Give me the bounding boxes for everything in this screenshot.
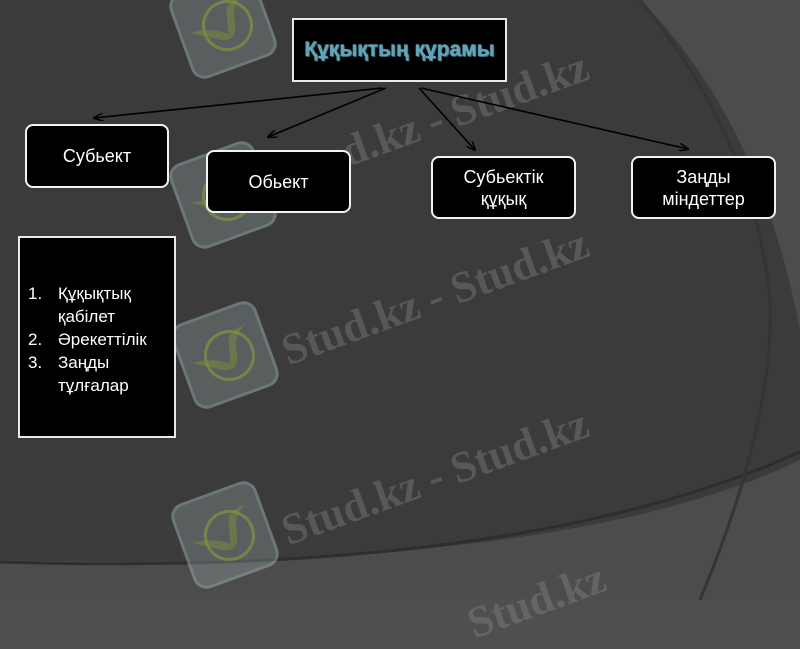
node-object: Обьект — [206, 150, 351, 213]
list-item-line: қабілет — [58, 307, 116, 326]
arrow-to-subjective-right — [418, 87, 475, 150]
node-legal-duties-line1: Заңды — [676, 166, 731, 187]
node-legal-duties-line2: міндеттер — [662, 188, 745, 209]
arrow-to-legal-duties — [420, 87, 688, 149]
arrow-to-subject — [94, 87, 384, 118]
list-item-text: Заңды тұлғалар — [58, 351, 129, 397]
node-subjective-right: Субьектік құқық — [431, 156, 576, 219]
list-item-number: 3. — [28, 353, 43, 372]
node-subject-label: Субьект — [62, 146, 132, 166]
list-item-number: 1. — [28, 284, 43, 303]
list-item-line: Заңды — [58, 353, 110, 372]
diagram-title-box: Құқықтың құрамы — [292, 18, 507, 82]
list-item-text: Әрекеттілік — [58, 330, 147, 349]
list-item: 2. Әрекеттілік — [28, 328, 174, 351]
subject-attributes-list: 1. Құқықтық қабілет 2. Әрекеттілік 3. За… — [28, 282, 174, 397]
list-item-line: тұлғалар — [58, 376, 129, 395]
diagram-title: Құқықтың құрамы — [304, 38, 495, 61]
node-legal-duties: Заңды міндеттер — [631, 156, 776, 219]
subject-attributes-list-box: 1. Құқықтық қабілет 2. Әрекеттілік 3. За… — [18, 236, 176, 438]
list-item: 1. Құқықтық қабілет — [28, 282, 174, 328]
list-item-line: Құқықтық — [58, 284, 131, 303]
slide-background — [0, 0, 800, 600]
list-item-number: 2. — [28, 330, 43, 349]
arrow-to-object — [268, 87, 387, 137]
node-subjective-right-line2: құқық — [480, 188, 527, 209]
connector-arrows — [0, 87, 800, 600]
list-item-text: Құқықтық қабілет — [58, 282, 131, 328]
node-subjective-right-line1: Субьектік — [463, 166, 544, 187]
node-object-label: Обьект — [248, 171, 309, 192]
list-item: 3. Заңды тұлғалар — [28, 351, 174, 397]
node-subject: Субьект — [25, 124, 169, 188]
